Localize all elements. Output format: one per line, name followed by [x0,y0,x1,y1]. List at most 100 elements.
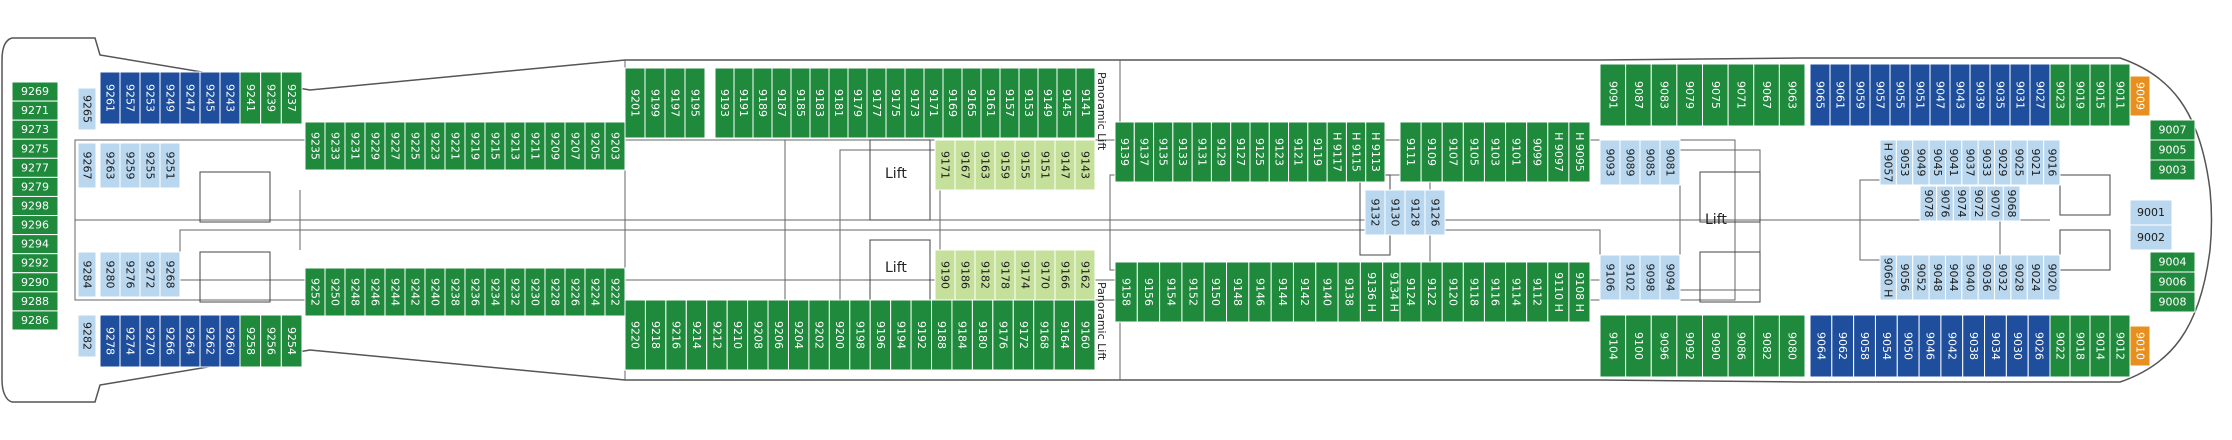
cabin-9192[interactable]: 9192 [910,299,933,371]
cabin-9036[interactable]: 9036 [1977,254,1996,301]
cabin-9035[interactable]: 9035 [1989,63,2011,127]
cabin-9187[interactable]: 9187 [771,67,792,139]
cabin-9224[interactable]: 9224 [584,267,606,317]
cabin-9135[interactable]: 9135 [1153,121,1174,183]
cabin-9197[interactable]: 9197 [664,67,686,139]
cabin-9060h[interactable]: 9060 H [1879,254,1897,301]
cabin-9273[interactable]: 9273 [11,119,59,140]
cabin-9026[interactable]: 9026 [2027,314,2051,378]
cabin-9282[interactable]: 9282 [77,314,97,358]
cabin-9050[interactable]: 9050 [1896,314,1920,378]
cabin-9175[interactable]: 9175 [885,67,906,139]
cabin-9171[interactable]: 9171 [934,139,956,191]
cabin-9140[interactable]: 9140 [1315,261,1339,323]
cabin-9031[interactable]: 9031 [2009,63,2031,127]
cabin-9259[interactable]: 9259 [119,142,141,189]
cabin-9003[interactable]: 9003 [2149,159,2196,181]
cabin-9163[interactable]: 9163 [974,139,996,191]
cabin-9173[interactable]: 9173 [904,67,925,139]
cabin-9022[interactable]: 9022 [2049,314,2071,378]
cabin-9057[interactable]: 9057 [1869,63,1891,127]
cabin-9032[interactable]: 9032 [1994,254,2012,301]
cabin-9106[interactable]: 9106 [1599,254,1621,301]
cabin-9081[interactable]: 9081 [1659,139,1681,186]
cabin-9194[interactable]: 9194 [890,299,912,371]
cabin-9070[interactable]: 9070 [1986,185,2004,222]
cabin-9216[interactable]: 9216 [665,299,687,371]
cabin-9155[interactable]: 9155 [1014,139,1036,191]
cabin-9201[interactable]: 9201 [624,67,646,139]
cabin-9184[interactable]: 9184 [951,299,973,371]
cabin-9231[interactable]: 9231 [344,121,366,171]
cabin-9267[interactable]: 9267 [77,142,97,189]
cabin-9082[interactable]: 9082 [1753,314,1780,378]
cabin-9091[interactable]: 9091 [1599,63,1627,127]
cabin-9034[interactable]: 9034 [1984,314,2007,378]
cabin-9142[interactable]: 9142 [1292,261,1317,323]
cabin-h9117[interactable]: H 9117 [1326,121,1347,183]
cabin-9230[interactable]: 9230 [524,267,546,317]
cabin-9248[interactable]: 9248 [344,267,366,317]
cabin-9268[interactable]: 9268 [159,251,181,298]
cabin-9072[interactable]: 9072 [1969,185,1988,222]
cabin-9062[interactable]: 9062 [1831,314,1855,378]
cabin-9055[interactable]: 9055 [1889,63,1911,127]
cabin-9103[interactable]: 9103 [1483,121,1507,183]
cabin-h9095[interactable]: H 9095 [1568,121,1591,183]
cabin-9009[interactable]: 9009 [2129,75,2151,117]
cabin-9277[interactable]: 9277 [11,157,59,178]
cabin-9058[interactable]: 9058 [1853,314,1876,378]
cabin-9170[interactable]: 9170 [1034,249,1056,301]
cabin-9219[interactable]: 9219 [464,121,486,171]
cabin-9185[interactable]: 9185 [790,67,811,139]
cabin-9290[interactable]: 9290 [11,272,59,293]
cabin-9064[interactable]: 9064 [1809,314,1833,378]
cabin-9012[interactable]: 9012 [2109,314,2131,378]
cabin-9061[interactable]: 9061 [1829,63,1851,127]
cabin-9137[interactable]: 9137 [1133,121,1155,183]
cabin-9014[interactable]: 9014 [2089,314,2111,378]
cabin-9276[interactable]: 9276 [119,251,141,298]
cabin-9139[interactable]: 9139 [1114,121,1135,183]
cabin-9071[interactable]: 9071 [1727,63,1755,127]
cabin-9195[interactable]: 9195 [684,67,706,139]
cabin-9250[interactable]: 9250 [324,267,346,317]
cabin-9038[interactable]: 9038 [1962,314,1986,378]
cabin-9004[interactable]: 9004 [2149,251,2196,273]
cabin-9119[interactable]: 9119 [1307,121,1328,183]
cabin-9234[interactable]: 9234 [484,267,506,317]
cabin-9109[interactable]: 9109 [1420,121,1443,183]
cabin-9164[interactable]: 9164 [1053,299,1076,371]
cabin-9083[interactable]: 9083 [1650,63,1678,127]
cabin-9047[interactable]: 9047 [1929,63,1951,127]
cabin-9138[interactable]: 9138 [1337,261,1361,323]
cabin-9169[interactable]: 9169 [942,67,963,139]
cabin-9261[interactable]: 9261 [99,71,121,125]
cabin-9002[interactable]: 9002 [2129,224,2173,251]
cabin-h9113[interactable]: H 9113 [1365,121,1386,183]
cabin-9016[interactable]: 9016 [2043,139,2061,186]
cabin-9076[interactable]: 9076 [1936,185,1954,222]
cabin-9023[interactable]: 9023 [2049,63,2071,127]
cabin-9255[interactable]: 9255 [139,142,161,189]
cabin-9007[interactable]: 9007 [2149,119,2196,141]
cabin-9252[interactable]: 9252 [304,267,326,317]
cabin-9205[interactable]: 9205 [584,121,606,171]
cabin-9213[interactable]: 9213 [504,121,526,171]
cabin-9237[interactable]: 9237 [280,71,303,125]
cabin-9221[interactable]: 9221 [444,121,466,171]
cabin-9183[interactable]: 9183 [809,67,830,139]
cabin-9215[interactable]: 9215 [484,121,506,171]
cabin-9189[interactable]: 9189 [752,67,773,139]
cabin-9049[interactable]: 9049 [1912,139,1930,186]
cabin-9108h[interactable]: 9108 H [1568,261,1591,323]
cabin-9123[interactable]: 9123 [1268,121,1290,183]
cabin-9256[interactable]: 9256 [260,314,282,368]
cabin-9122[interactable]: 9122 [1420,261,1443,323]
cabin-9247[interactable]: 9247 [179,71,201,125]
cabin-9223[interactable]: 9223 [424,121,446,171]
cabin-9053[interactable]: 9053 [1895,139,1914,186]
cabin-9179[interactable]: 9179 [847,67,868,139]
cabin-9144[interactable]: 9144 [1270,261,1294,323]
cabin-9186[interactable]: 9186 [954,249,976,301]
